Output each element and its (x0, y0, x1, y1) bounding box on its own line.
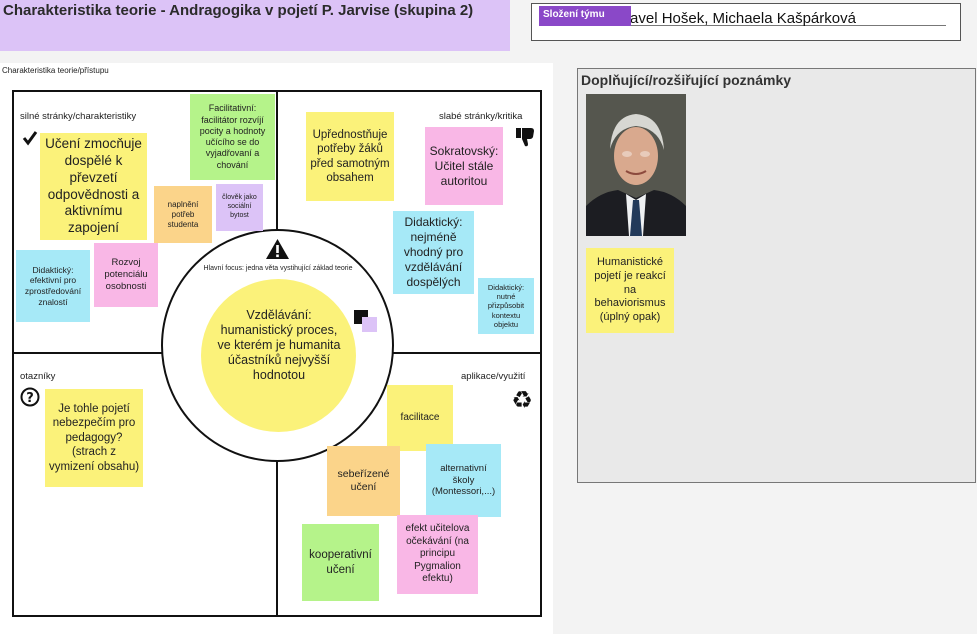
question-circle-icon: ? (20, 387, 40, 407)
quadrant-label-applications: aplikace/využití (461, 371, 526, 382)
quadrant-label-weaknesses: slabé stránky/kritika (439, 111, 523, 122)
sticky-note[interactable]: člověk jako sociální bytost (216, 184, 263, 231)
svg-text:?: ? (26, 391, 34, 406)
recycle-icon: ♻ (509, 386, 535, 414)
portrait-photo[interactable] (586, 94, 686, 236)
quadrant-label-strengths: silné stránky/charakteristiky (20, 111, 137, 122)
sticky-note[interactable]: naplnění potřeb studenta (154, 186, 212, 243)
team-tag: Složení týmu (539, 6, 631, 26)
page-title: Charakteristika teorie - Andragogika v p… (3, 2, 474, 19)
svg-text:♻: ♻ (511, 386, 533, 412)
core-statement: Vzdělávání: humanistický proces, ve kter… (217, 308, 341, 382)
team-names[interactable]: Pavel Hošek, Michaela Kašpárková (620, 10, 856, 27)
sticky-note[interactable]: Sokratovský: Učitel stále autoritou (425, 127, 503, 205)
sticky-note[interactable]: Didaktický: nutné přizpůsobit kontextu o… (478, 278, 534, 334)
sticky-note[interactable]: Didaktický: nejméně vhodný pro vzděláván… (393, 211, 474, 294)
title-bar (0, 0, 510, 51)
square-shape[interactable] (362, 317, 377, 332)
focus-label: Hlavní focus: jedna věta vystihující zák… (203, 265, 353, 272)
board-label: Charakteristika teorie/přístupu (2, 66, 109, 75)
sticky-note[interactable]: Je tohle pojetí nebezpečím pro pedagogy?… (45, 389, 143, 487)
quadrant-label-questions: otazníky (20, 371, 56, 382)
warning-icon (265, 238, 290, 260)
sticky-note[interactable]: efekt učitelova očekávání (na principu P… (397, 515, 478, 594)
sticky-note[interactable]: Učení zmocňuje dospělé k převzetí odpově… (40, 133, 147, 240)
sticky-note[interactable]: Rozvoj potenciálu osobnosti (94, 243, 158, 307)
sticky-note[interactable]: Upřednostňuje potřeby žáků před samotným… (306, 112, 394, 201)
sticky-note[interactable]: facilitace (387, 385, 453, 451)
core-statement-bubble[interactable] (201, 279, 356, 432)
sticky-note[interactable]: alternativní školy (Montessori,...) (426, 444, 501, 517)
team-underline (556, 25, 946, 26)
sticky-note[interactable]: sebeřízené učení (327, 446, 400, 516)
notes-panel-title: Doplňující/rozšiřující poznámky (581, 72, 792, 88)
thumbs-down-icon (514, 126, 536, 148)
sticky-note[interactable]: Humanistické pojetí je reakcí na behavio… (586, 248, 674, 333)
sticky-note[interactable]: Facilitativní: facilitátor rozvíjí pocit… (190, 94, 275, 180)
sticky-note[interactable]: kooperativní učení (302, 524, 379, 601)
check-icon (22, 130, 38, 146)
sticky-note[interactable]: Didaktický: efektivní pro zprostředování… (16, 250, 90, 322)
